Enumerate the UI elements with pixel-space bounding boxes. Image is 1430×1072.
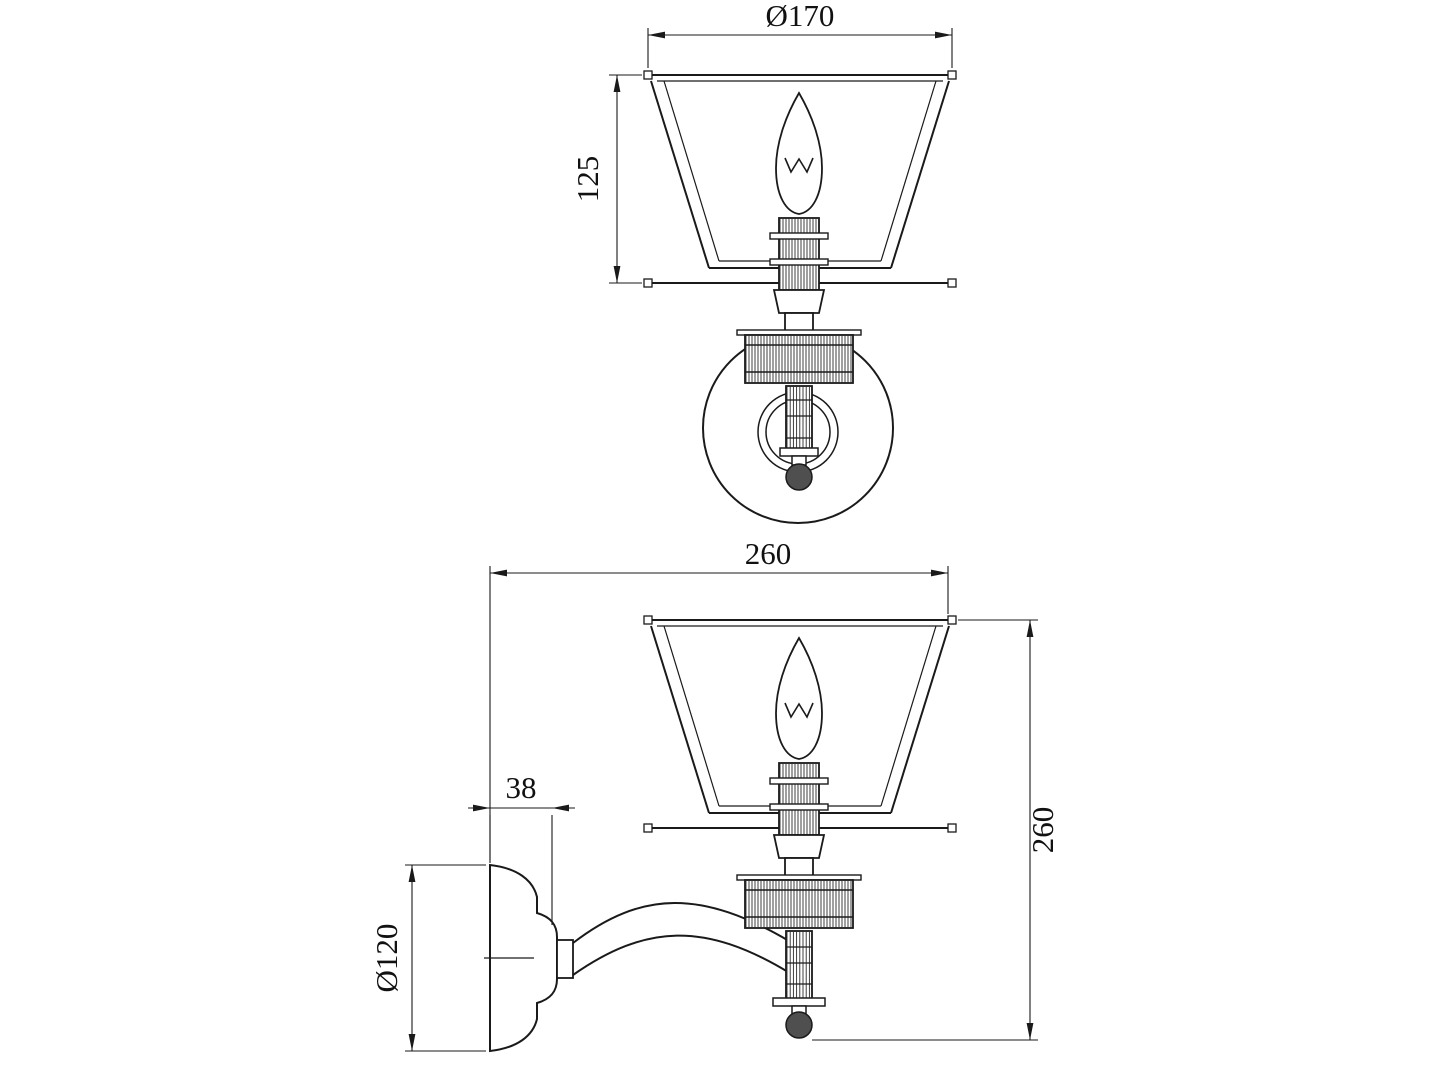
dim-label-backplate-depth: 38 bbox=[506, 770, 537, 805]
dim-arrow bbox=[473, 804, 490, 812]
dim-arrow bbox=[613, 266, 621, 283]
stem-collar bbox=[779, 447, 819, 457]
dim-label-overall-width: 260 bbox=[745, 536, 792, 571]
dim-label-overall-height: 260 bbox=[1025, 807, 1060, 854]
dim-arrow bbox=[408, 865, 416, 882]
stem bbox=[785, 930, 813, 1002]
dim-shade-diameter: Ø170 bbox=[647, 0, 953, 68]
dim-arrow bbox=[935, 31, 952, 39]
side-view: 260 260 38 Ø120 bbox=[369, 536, 1060, 1053]
finial-ball bbox=[785, 463, 813, 491]
dim-arrow bbox=[490, 569, 507, 577]
dim-label-shade-height: 125 bbox=[570, 156, 605, 203]
dim-arrow bbox=[1026, 1023, 1034, 1040]
dim-arrow bbox=[552, 804, 569, 812]
finial-ball bbox=[785, 1011, 813, 1039]
dim-overall-width: 260 bbox=[489, 536, 949, 863]
dim-overall-height: 260 bbox=[812, 619, 1060, 1041]
dim-shade-height: 125 bbox=[570, 74, 642, 284]
dim-backplate-diameter: Ø120 bbox=[369, 864, 486, 1052]
dim-label-shade-diameter: Ø170 bbox=[766, 0, 835, 33]
arm-connector-block bbox=[556, 939, 574, 979]
wall-plate-side bbox=[484, 863, 558, 1053]
stem bbox=[785, 385, 813, 453]
dim-arrow bbox=[613, 75, 621, 92]
dim-backplate-depth: 38 bbox=[468, 770, 575, 925]
stem-collar bbox=[772, 997, 826, 1007]
dim-arrow bbox=[1026, 620, 1034, 637]
dim-arrow bbox=[931, 569, 948, 577]
dim-arrow bbox=[648, 31, 665, 39]
dim-label-backplate-diameter: Ø120 bbox=[369, 924, 404, 993]
dim-arrow bbox=[408, 1034, 416, 1051]
front-view: Ø170 125 bbox=[570, 0, 957, 524]
